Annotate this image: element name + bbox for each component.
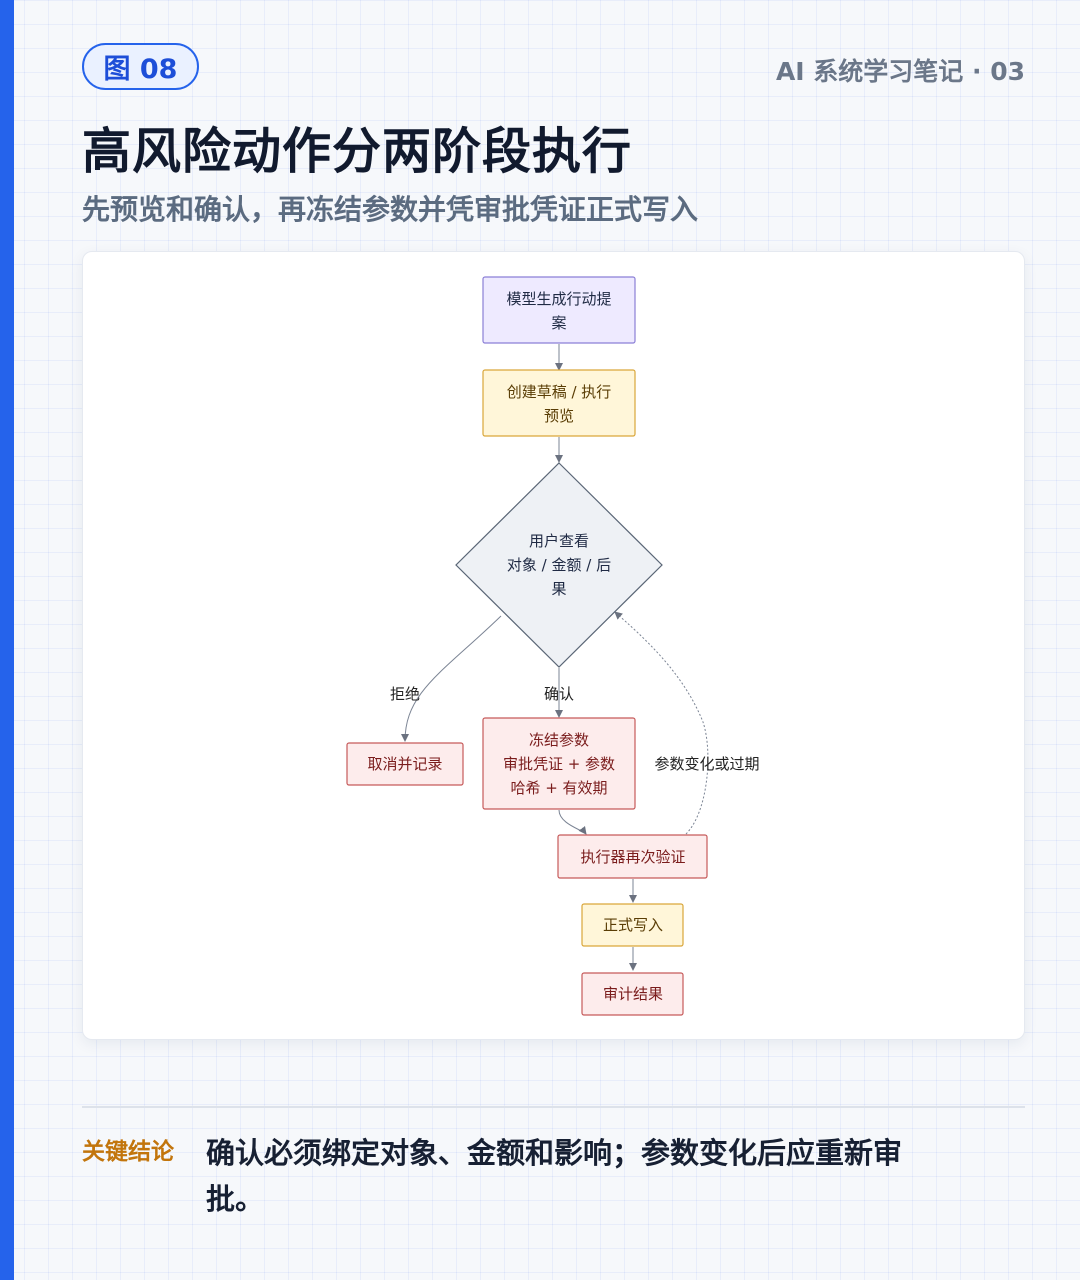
figure-badge: 图 08 [82, 43, 199, 90]
flowchart: 拒绝 确认 参数变化或过期 模型生成行动提 案 创建草稿 / 执行 预览 用户查… [346, 276, 760, 1016]
page-title: 高风险动作分两阶段执行 [82, 123, 633, 180]
edges [401, 344, 709, 971]
node-preview-line-1: 创建草稿 / 执行 [507, 383, 612, 401]
node-freeze: 冻结参数 审批凭证 + 参数 哈希 + 有效期 [482, 717, 636, 810]
node-preview: 创建草稿 / 执行 预览 [482, 369, 636, 437]
node-audit: 审计结果 [581, 972, 684, 1016]
conclusion-line-2: 批。 [206, 1182, 265, 1216]
node-review: 用户查看 对象 / 金额 / 后 果 [455, 462, 663, 668]
node-cancel-line-1: 取消并记录 [367, 755, 442, 773]
node-review-line-2: 对象 / 金额 / 后 [507, 556, 611, 574]
node-freeze-line-3: 哈希 + 有效期 [510, 779, 607, 797]
edge-review-cancel [401, 615, 502, 742]
accent-bar [0, 0, 14, 1280]
node-review-line-3: 果 [551, 580, 566, 598]
node-freeze-line-2: 审批凭证 + 参数 [503, 755, 615, 773]
node-reverify: 执行器再次验证 [557, 834, 708, 879]
edge-label-changed: 参数变化或过期 [654, 755, 759, 773]
edge-label-reject: 拒绝 [390, 685, 420, 703]
page-subtitle: 先预览和确认，再冻结参数并凭审批凭证正式写入 [82, 193, 699, 226]
conclusion-text: 确认必须绑定对象、金额和影响；参数变化后应重新审 批。 [206, 1130, 966, 1222]
conclusion-line-1: 确认必须绑定对象、金额和影响；参数变化后应重新审 [206, 1136, 903, 1170]
node-proposal-line-1: 模型生成行动提 [506, 290, 611, 308]
node-audit-line-1: 审计结果 [603, 985, 663, 1003]
node-proposal-line-2: 案 [551, 314, 566, 332]
series-label: AI 系统学习笔记 · 03 [775, 57, 1025, 86]
node-write: 正式写入 [581, 903, 684, 947]
edge-freeze-reverify [558, 809, 587, 835]
conclusion-label: 关键结论 [82, 1139, 174, 1165]
diagram-card: 拒绝 确认 参数变化或过期 模型生成行动提 案 创建草稿 / 执行 预览 用户查… [82, 251, 1025, 1040]
edge-label-confirm: 确认 [544, 685, 574, 703]
node-freeze-line-1: 冻结参数 [529, 731, 589, 749]
edge-reverify-review [614, 611, 709, 835]
node-preview-line-2: 预览 [544, 407, 574, 425]
node-review-line-1: 用户查看 [529, 532, 589, 550]
node-reverify-line-1: 执行器再次验证 [580, 848, 685, 866]
node-cancel: 取消并记录 [346, 742, 464, 786]
section-divider [82, 1106, 1025, 1108]
node-write-line-1: 正式写入 [603, 916, 663, 934]
node-proposal: 模型生成行动提 案 [482, 276, 636, 344]
